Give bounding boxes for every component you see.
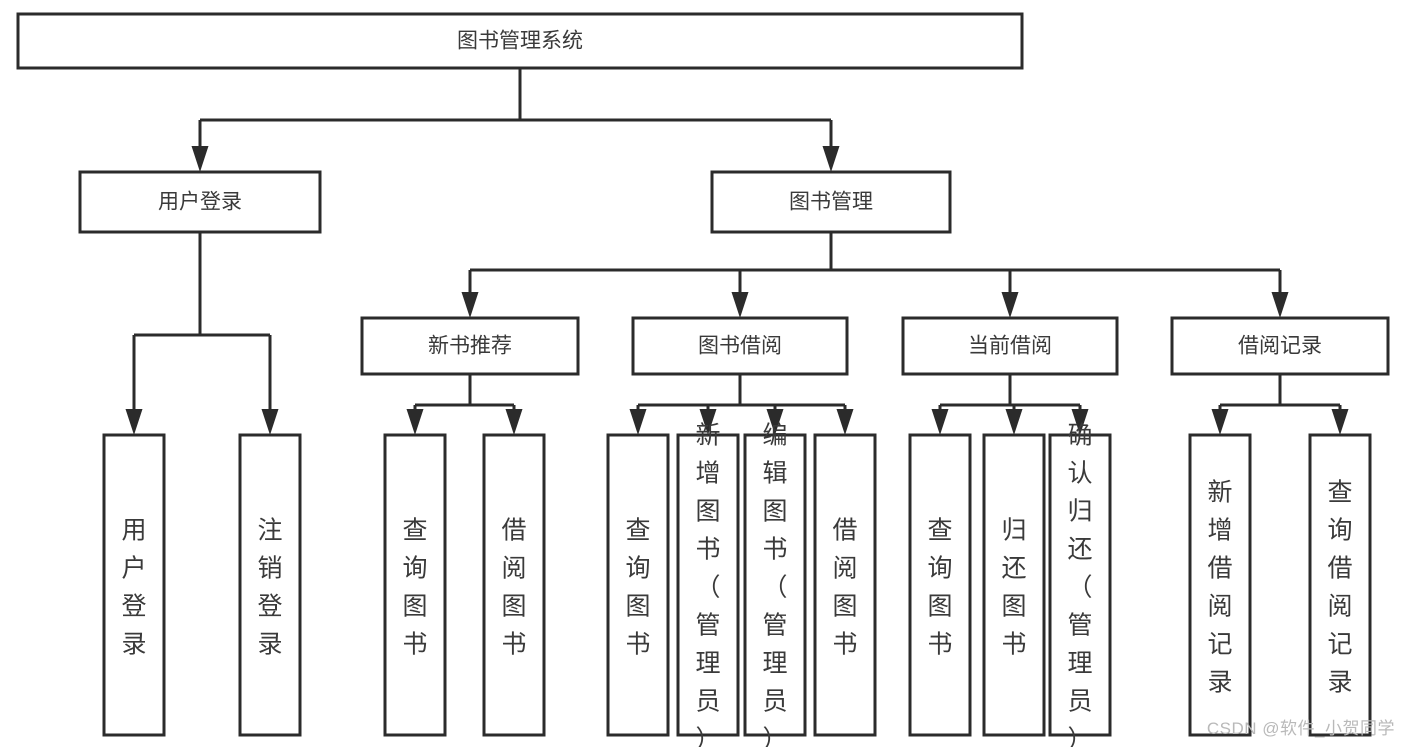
node-user-login[interactable]: 用户登录 bbox=[78, 170, 322, 234]
node-label: 用户登录 bbox=[158, 191, 242, 214]
node-book-borrow[interactable]: 图书借阅 bbox=[631, 316, 849, 376]
node-label: 确认归还（管理员） bbox=[1067, 422, 1092, 747]
arrow-head-icon bbox=[1211, 409, 1229, 435]
node-label: 查询图书 bbox=[402, 517, 427, 659]
node-box bbox=[1170, 316, 1390, 376]
node-leaf-query-book-cur[interactable]: 查询图书 bbox=[908, 433, 972, 737]
node-box bbox=[813, 433, 877, 737]
connector-userlogin-to-leaves bbox=[125, 232, 279, 435]
node-box bbox=[1308, 433, 1372, 737]
node-leaf-query-book-rec[interactable]: 查询图书 bbox=[383, 433, 447, 737]
arrow-head-icon bbox=[1331, 409, 1349, 435]
node-label: 图书管理 bbox=[789, 191, 873, 214]
node-box bbox=[16, 12, 1024, 70]
node-box bbox=[102, 433, 166, 737]
node-leaf-add-record[interactable]: 新增借阅记录 bbox=[1188, 433, 1252, 737]
node-label: 借阅记录 bbox=[1238, 335, 1322, 358]
arrow-head-icon bbox=[1001, 292, 1019, 318]
arrow-head-icon bbox=[931, 409, 949, 435]
node-label: 新书推荐 bbox=[428, 335, 512, 358]
node-label: 注销登录 bbox=[257, 517, 282, 659]
arrow-head-icon bbox=[261, 409, 279, 435]
node-label: 查询图书 bbox=[927, 517, 952, 659]
connector-newbookrec-to-leaves bbox=[406, 374, 523, 435]
arrow-head-icon bbox=[125, 409, 143, 435]
arrow-head-icon bbox=[629, 409, 647, 435]
arrow-head-icon bbox=[1071, 409, 1089, 435]
node-box bbox=[676, 433, 740, 737]
node-layer: 图书管理系统用户登录图书管理新书推荐图书借阅当前借阅借阅记录用户登录注销登录查询… bbox=[16, 12, 1390, 747]
node-leaf-add-book[interactable]: 新增图书（管理员） bbox=[676, 422, 740, 747]
connector-bookborrow-to-leaves bbox=[629, 374, 854, 435]
node-box bbox=[710, 170, 952, 234]
arrow-head-icon bbox=[1005, 409, 1023, 435]
arrow-head-icon bbox=[766, 409, 784, 435]
arrow-head-icon bbox=[505, 409, 523, 435]
connector-layer bbox=[125, 68, 1349, 435]
node-label: 新增图书（管理员） bbox=[695, 422, 720, 747]
node-leaf-edit-book[interactable]: 编辑图书（管理员） bbox=[743, 422, 807, 747]
node-label: 查询图书 bbox=[625, 517, 650, 659]
node-label: 用户登录 bbox=[121, 517, 146, 659]
node-box bbox=[908, 433, 972, 737]
watermark-text: CSDN @软件_小贺同学 bbox=[1206, 719, 1395, 738]
node-leaf-confirm-return[interactable]: 确认归还（管理员） bbox=[1048, 422, 1112, 747]
arrow-head-icon bbox=[731, 292, 749, 318]
connector-borrowrecord-to-leaves bbox=[1211, 374, 1349, 435]
node-label: 编辑图书（管理员） bbox=[762, 422, 787, 747]
node-leaf-query-record[interactable]: 查询借阅记录 bbox=[1308, 433, 1372, 737]
node-box bbox=[360, 316, 580, 376]
node-box bbox=[78, 170, 322, 234]
node-leaf-query-book-borrow[interactable]: 查询图书 bbox=[606, 433, 670, 737]
node-leaf-return-book[interactable]: 归还图书 bbox=[982, 433, 1046, 737]
arrow-head-icon bbox=[406, 409, 424, 435]
arrow-head-icon bbox=[461, 292, 479, 318]
node-leaf-logout[interactable]: 注销登录 bbox=[238, 433, 302, 737]
node-box bbox=[606, 433, 670, 737]
node-box bbox=[238, 433, 302, 737]
node-box bbox=[1048, 433, 1112, 737]
node-box bbox=[982, 433, 1046, 737]
node-current-borrow[interactable]: 当前借阅 bbox=[901, 316, 1119, 376]
node-label: 当前借阅 bbox=[968, 335, 1052, 358]
node-label: 归还图书 bbox=[1001, 517, 1026, 659]
node-borrow-record[interactable]: 借阅记录 bbox=[1170, 316, 1390, 376]
node-box bbox=[1188, 433, 1252, 737]
arrow-head-icon bbox=[191, 146, 209, 172]
node-box bbox=[901, 316, 1119, 376]
connector-currentborrow-to-leaves bbox=[931, 374, 1089, 435]
node-leaf-user-login[interactable]: 用户登录 bbox=[102, 433, 166, 737]
connector-root-to-level1 bbox=[191, 68, 840, 172]
node-leaf-borrow-book[interactable]: 借阅图书 bbox=[813, 433, 877, 737]
node-label: 新增借阅记录 bbox=[1207, 479, 1232, 697]
node-label: 借阅图书 bbox=[832, 517, 857, 659]
arrow-head-icon bbox=[699, 409, 717, 435]
node-label: 图书借阅 bbox=[698, 335, 782, 358]
node-label: 查询借阅记录 bbox=[1327, 479, 1352, 697]
node-root[interactable]: 图书管理系统 bbox=[16, 12, 1024, 70]
node-label: 图书管理系统 bbox=[457, 30, 583, 53]
connector-bookmanage-to-level2 bbox=[461, 232, 1289, 318]
node-book-manage[interactable]: 图书管理 bbox=[710, 170, 952, 234]
node-box bbox=[482, 433, 546, 737]
arrow-head-icon bbox=[1271, 292, 1289, 318]
node-box bbox=[631, 316, 849, 376]
node-new-book-rec[interactable]: 新书推荐 bbox=[360, 316, 580, 376]
node-leaf-borrow-book-rec[interactable]: 借阅图书 bbox=[482, 433, 546, 737]
arrow-head-icon bbox=[822, 146, 840, 172]
node-label: 借阅图书 bbox=[501, 517, 526, 659]
arrow-head-icon bbox=[836, 409, 854, 435]
node-box bbox=[743, 433, 807, 737]
node-box bbox=[383, 433, 447, 737]
